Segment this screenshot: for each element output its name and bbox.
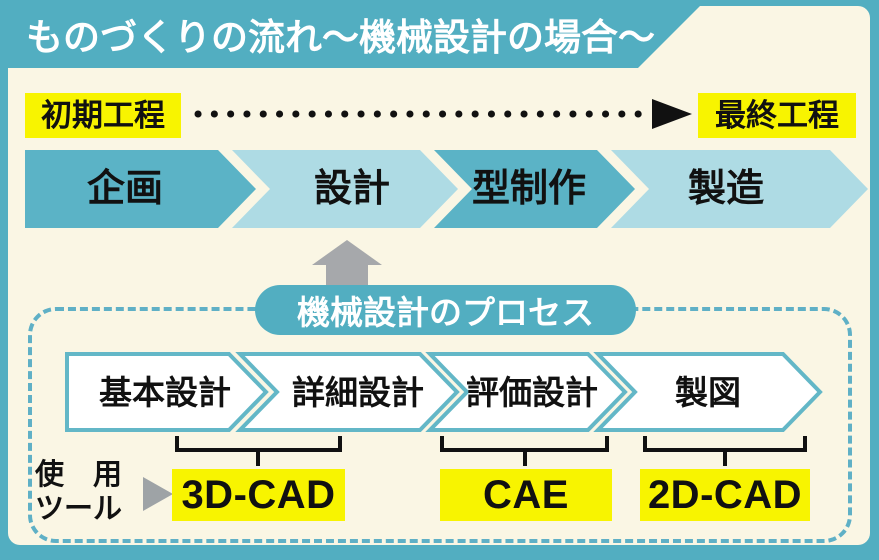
bracket-1 bbox=[175, 436, 342, 466]
page-title: ものづくりの流れ～機械設計の場合～ bbox=[26, 17, 655, 58]
tools-label: 使 用 ツール bbox=[35, 458, 135, 526]
step-label-3: 評価設計 bbox=[466, 374, 598, 411]
step-chevron-3 bbox=[425, 352, 628, 432]
step-chevron-1 bbox=[65, 352, 269, 432]
arrowhead-icon bbox=[652, 99, 692, 129]
step-banner-outline bbox=[65, 352, 823, 432]
initial-process-badge: 初期工程 bbox=[25, 93, 181, 138]
tools-label-line1: 使 用 bbox=[35, 459, 123, 491]
tool-badge-3d-cad: 3D-CAD bbox=[172, 469, 345, 521]
stage-label-4: 製造 bbox=[687, 168, 765, 210]
step-chevron-2 bbox=[235, 352, 460, 432]
tools-arrow-icon bbox=[143, 477, 173, 511]
stage-label-1: 企画 bbox=[86, 168, 164, 210]
tool-badge-2d-cad: 2D-CAD bbox=[640, 469, 810, 521]
title-banner: ものづくりの流れ～機械設計の場合～ bbox=[0, 0, 706, 68]
step-chevron-4 bbox=[593, 352, 823, 432]
step-label-2: 詳細設計 bbox=[292, 374, 424, 411]
timeline-dotted-arrow-icon bbox=[194, 99, 692, 129]
process-badge: 機械設計のプロセス bbox=[255, 285, 636, 335]
stage-label-3: 型制作 bbox=[471, 168, 587, 210]
grouping-brackets bbox=[175, 436, 807, 466]
main-flow-chevrons bbox=[25, 150, 868, 228]
bracket-2 bbox=[440, 436, 609, 466]
step-label-1: 基本設計 bbox=[99, 374, 231, 411]
stage-chevron-1 bbox=[25, 150, 256, 228]
stage-label-2: 設計 bbox=[313, 168, 391, 210]
step-label-4: 製図 bbox=[675, 374, 741, 411]
stage-chevron-2 bbox=[232, 150, 458, 228]
tool-badge-cae: CAE bbox=[440, 469, 612, 521]
final-process-badge: 最終工程 bbox=[698, 93, 856, 138]
design-steps-banner bbox=[65, 352, 823, 432]
stage-chevron-3 bbox=[434, 150, 635, 228]
up-arrow-icon bbox=[312, 240, 382, 285]
tools-label-line2: ツール bbox=[35, 493, 123, 525]
up-arrow-shape bbox=[312, 240, 382, 285]
stage-chevron-4 bbox=[611, 150, 868, 228]
bracket-3 bbox=[643, 436, 807, 466]
